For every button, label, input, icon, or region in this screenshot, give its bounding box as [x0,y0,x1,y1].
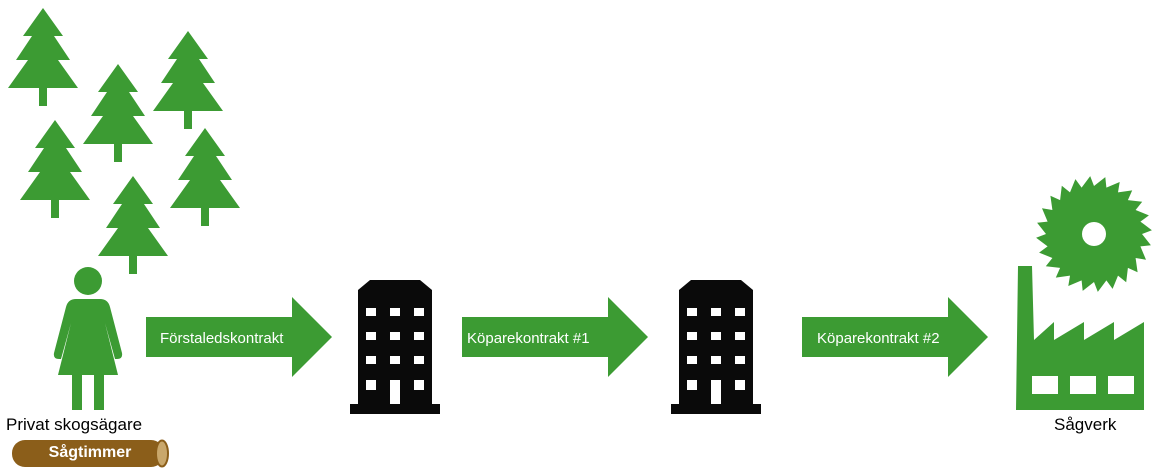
saw-blade-icon [1036,176,1152,292]
forest [0,0,260,280]
tree-icon [8,8,78,106]
tree-icon [83,64,153,162]
owner-caption: Privat skogsägare [6,415,142,435]
tree-icon [153,31,223,129]
sawmill-caption: Sågverk [1054,415,1116,435]
office-building-icon [669,278,763,416]
arrow-label-1: Förstaledskontrakt [160,330,283,347]
woman-icon [48,265,128,415]
log-label: Sågtimmer [20,444,160,462]
sawmill-icon [1010,170,1156,415]
office-building-icon [348,278,442,416]
arrow-label-3: Köparekontrakt #2 [817,330,940,347]
tree-icon [98,176,168,274]
tree-icon [20,120,90,218]
tree-icon [170,128,240,226]
arrow-label-2: Köparekontrakt #1 [467,330,590,347]
